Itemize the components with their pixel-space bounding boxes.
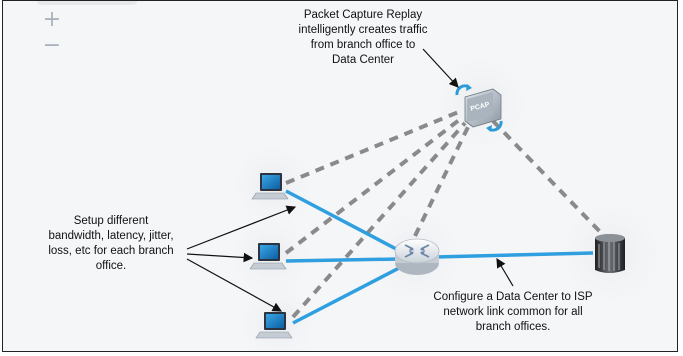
dc-annotation-line: Configure a Data Center to ISP	[433, 291, 593, 303]
branch-annotation-line: loss, etc for each branch	[48, 245, 174, 257]
arrow-to-laptop2	[186, 252, 254, 263]
pcap-annotation-line: Data Center	[331, 54, 394, 66]
zoom-controls: + −	[37, 7, 67, 63]
zoom-in-button[interactable]: +	[42, 7, 62, 32]
pcap-device-label: PCAP	[470, 101, 491, 113]
dc-annotation-line: branch offices.	[475, 321, 551, 333]
branch-annotation-line: Setup different	[73, 215, 149, 227]
arrow-to-laptop3	[186, 258, 283, 312]
diagram-svg: PCAP	[186, 48, 671, 351]
pcap-annotation: Packet Capture Replay intelligently crea…	[273, 8, 453, 68]
sync-arrow-icon	[486, 120, 503, 132]
dashed-link-pcap-datacenter	[491, 119, 609, 241]
pcap-annotation-line: intelligently creates traffic	[298, 24, 428, 36]
dc-annotation-line: network link common for all	[443, 306, 583, 318]
sync-arrow-icon	[455, 84, 472, 96]
toolbar-edge	[37, 1, 137, 5]
dashed-link-laptop2-pcap	[284, 115, 465, 255]
annotation-arrows	[186, 48, 514, 312]
laptop-icon[interactable]	[249, 243, 287, 270]
server-rack-icon[interactable]	[595, 234, 625, 273]
network-diagram-canvas: + −	[2, 0, 678, 352]
link-laptop3-router	[292, 265, 402, 325]
link-router-datacenter	[434, 251, 594, 259]
arrow-to-pcap	[422, 48, 459, 88]
arrow-to-dc-link	[496, 257, 514, 287]
pcap-appliance-icon[interactable]: PCAP	[464, 88, 502, 128]
blue-links	[285, 189, 594, 325]
pcap-annotation-line: Packet Capture Replay	[303, 9, 423, 21]
router-icon[interactable]	[394, 238, 440, 275]
dashed-link-laptop3-pcap	[291, 121, 467, 319]
laptop-icon[interactable]	[255, 312, 293, 339]
laptop-icon[interactable]	[251, 173, 289, 200]
arrow-to-laptop1	[186, 205, 297, 250]
branch-annotation-line: office.	[95, 260, 127, 272]
pcap-dashed-links	[284, 109, 609, 319]
pcap-annotation-line: from branch office to	[310, 39, 416, 51]
link-laptop1-router	[285, 189, 401, 253]
dashed-link-router-pcap	[413, 124, 471, 237]
branch-annotation-line: bandwidth, latency, jitter,	[48, 230, 174, 242]
branch-annotation: Setup different bandwidth, latency, jitt…	[31, 214, 191, 274]
dc-annotation: Configure a Data Center to ISP network l…	[413, 290, 613, 335]
link-laptop2-router	[285, 257, 400, 263]
zoom-out-button[interactable]: −	[42, 33, 62, 58]
